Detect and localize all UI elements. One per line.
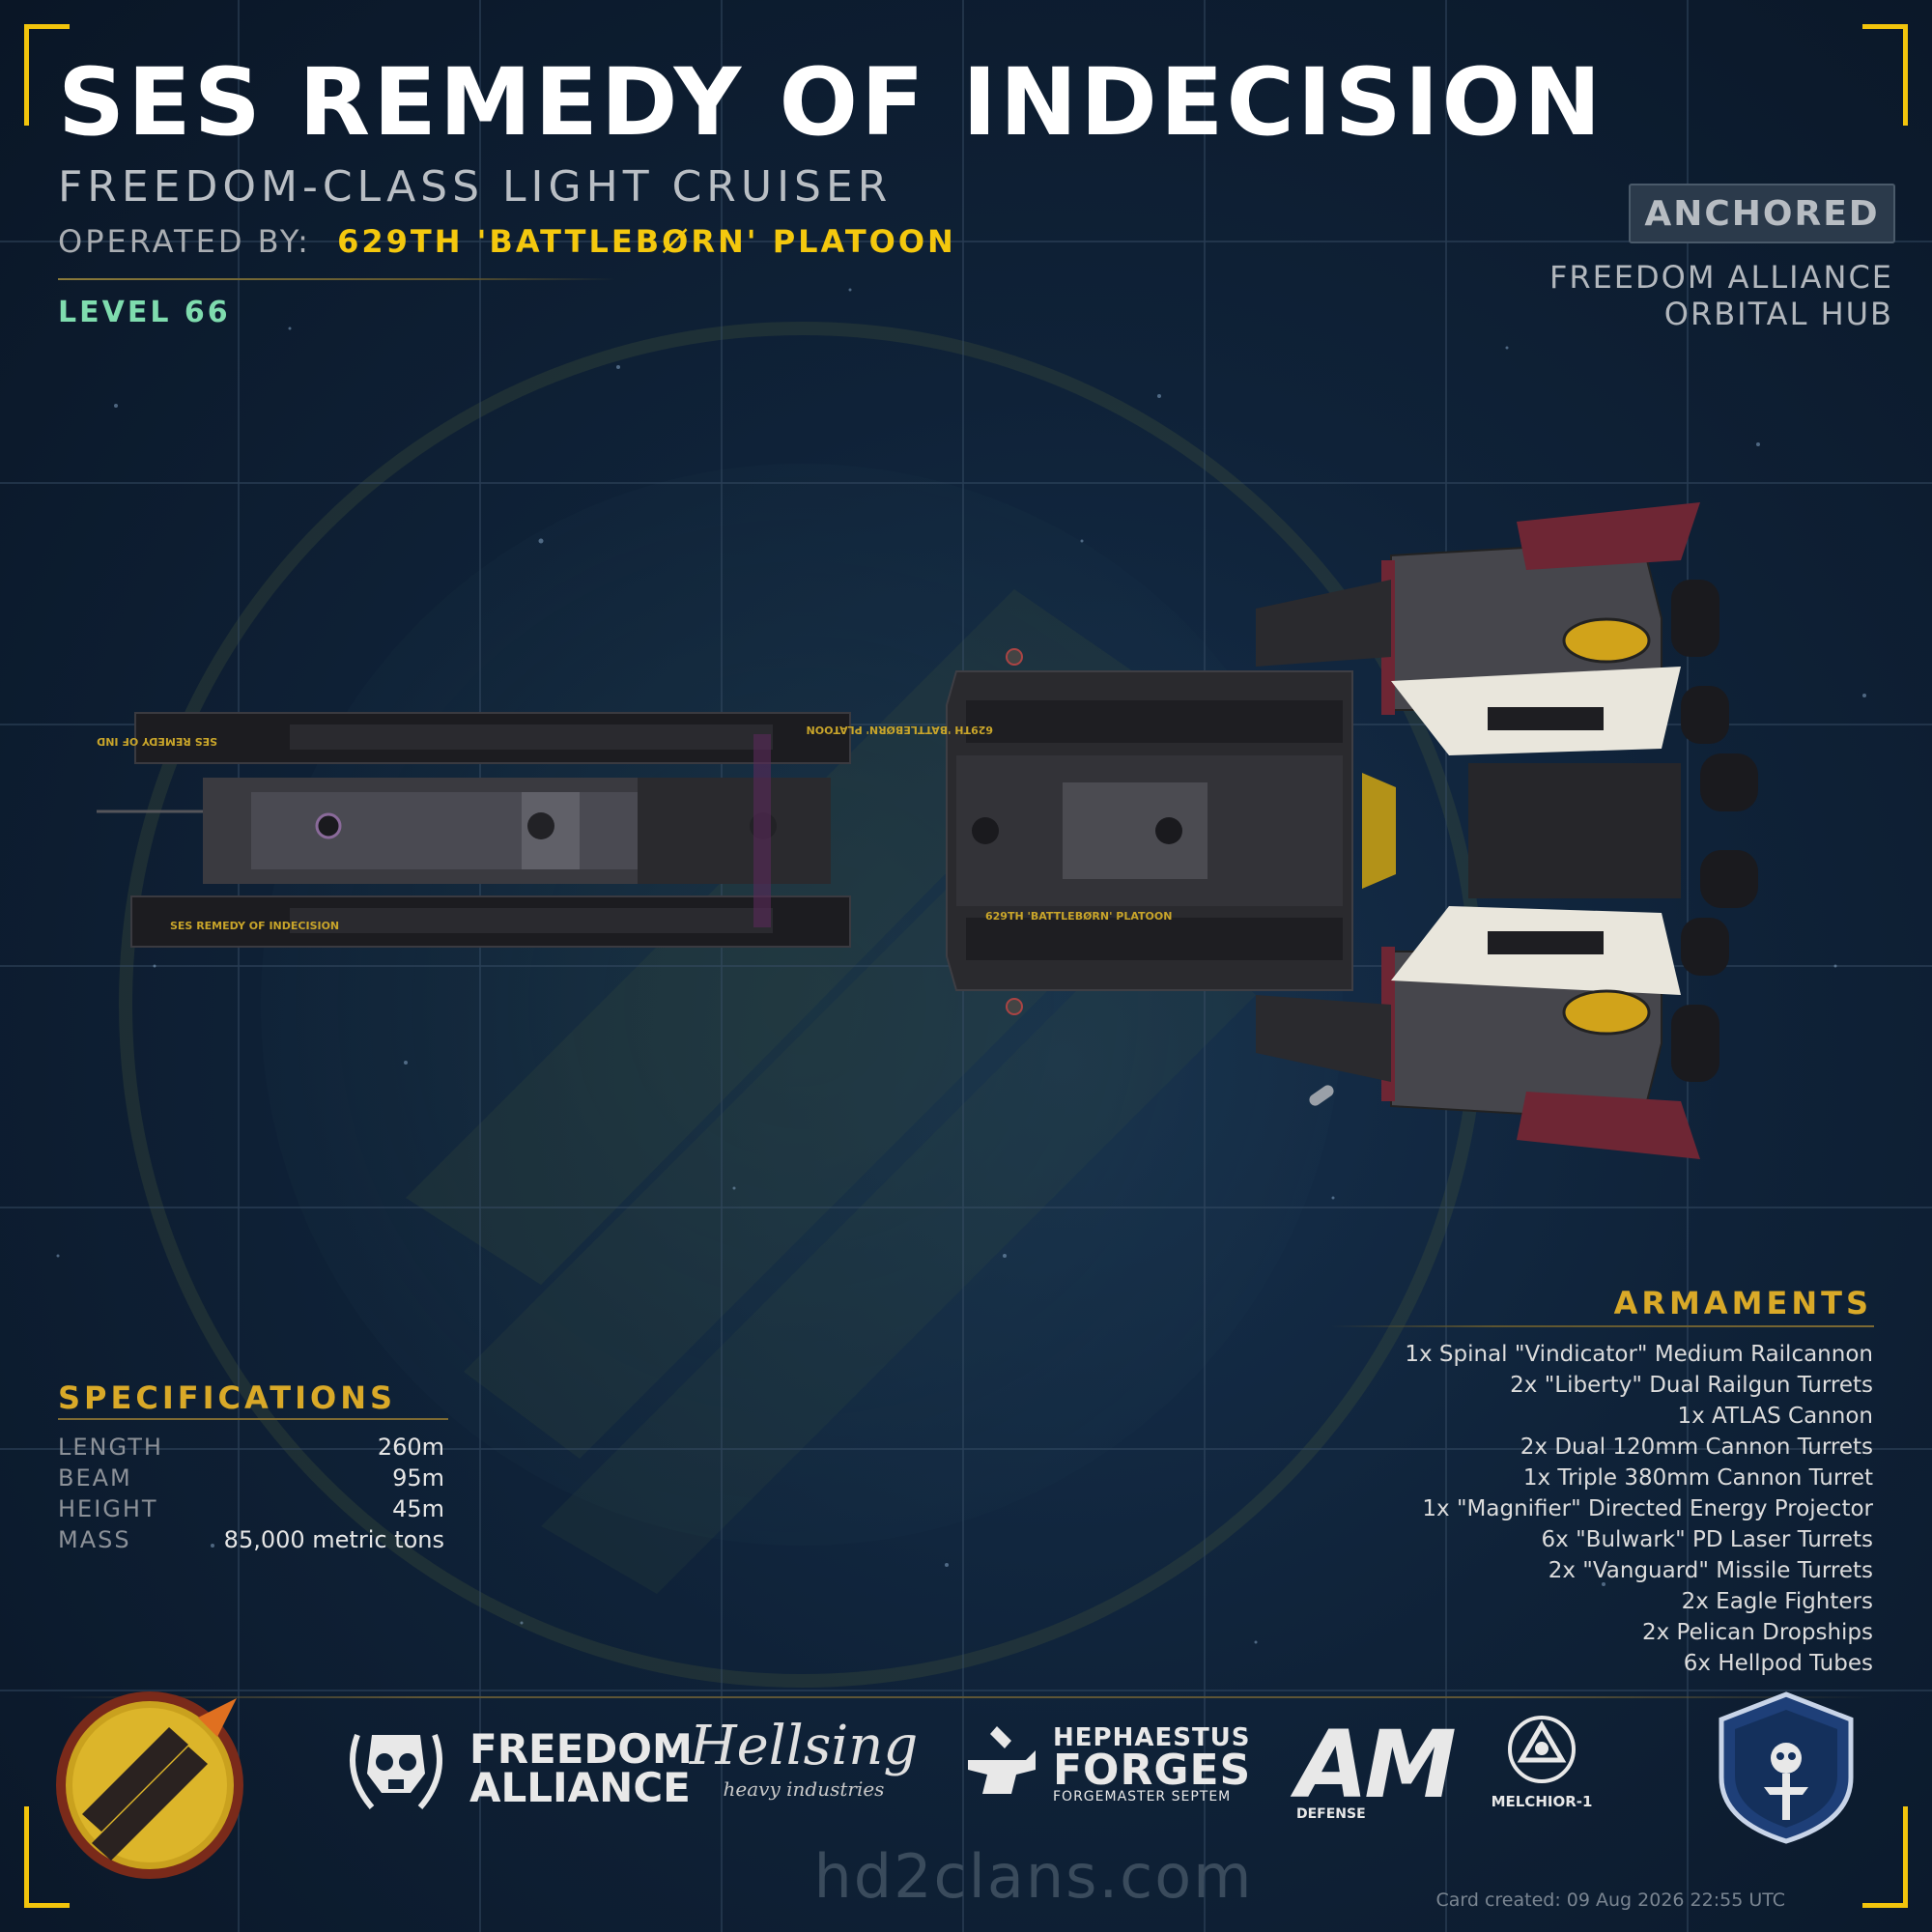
- hull-platoon-bottom: 629TH 'BATTLEBØRN' PLATOON: [985, 910, 1172, 923]
- header-divider: [58, 278, 616, 280]
- spec-label: HEIGHT: [58, 1495, 158, 1522]
- spec-label: BEAM: [58, 1464, 132, 1492]
- armaments-list: 1x Spinal "Vindicator" Medium Railcannon…: [1197, 1339, 1873, 1679]
- location-line-2: ORBITAL HUB: [1663, 296, 1893, 332]
- hellsing-subtitle: heavy industries: [723, 1777, 885, 1801]
- armament-item: 1x "Magnifier" Directed Energy Projector: [1422, 1496, 1873, 1521]
- armament-item: 1x Triple 380mm Cannon Turret: [1522, 1465, 1873, 1491]
- location-line-1: FREEDOM ALLIANCE: [1548, 259, 1893, 296]
- spec-value: 45m: [392, 1495, 444, 1522]
- armaments-title: ARMAMENTS: [1613, 1285, 1872, 1321]
- spec-label: LENGTH: [58, 1434, 163, 1461]
- hephaestus-line-2: FORGES: [1053, 1745, 1252, 1795]
- spec-row-length: LENGTH 260m: [58, 1432, 444, 1463]
- corner-bracket-top-left: [24, 24, 70, 126]
- spec-value: 260m: [377, 1434, 444, 1461]
- freedom-alliance-line-1: FREEDOM: [469, 1725, 693, 1774]
- spec-label: MASS: [58, 1526, 131, 1553]
- platoon-emblem-icon: [56, 1691, 243, 1879]
- armament-item: 6x Hellpod Tubes: [1683, 1651, 1873, 1676]
- spec-row-beam: BEAM 95m: [58, 1463, 444, 1493]
- operator-line: OPERATED BY: 629TH 'BATTLEBØRN' PLATOON: [58, 223, 956, 260]
- armament-item: 2x Eagle Fighters: [1681, 1589, 1873, 1614]
- armament-item: 6x "Bulwark" PD Laser Turrets: [1541, 1527, 1873, 1552]
- melchior-label: MELCHIOR-1: [1491, 1793, 1593, 1810]
- am-subtitle: DEFENSE: [1296, 1806, 1366, 1823]
- skull-laurel-icon: [350, 1733, 442, 1809]
- website-link[interactable]: hd2clans.com: [813, 1841, 1254, 1912]
- melchior-logo: MELCHIOR-1: [1484, 1714, 1600, 1810]
- hephaestus-line-1: HEPHAESTUS: [1053, 1723, 1251, 1753]
- platoon-emblem-icon: [1562, 989, 1651, 1036]
- operator-name: 629TH 'BATTLEBØRN' PLATOON: [337, 223, 956, 260]
- corner-bracket-bottom-right: [1862, 1806, 1908, 1908]
- freedom-alliance-line-2: ALLIANCE: [469, 1764, 691, 1811]
- armament-item: 2x "Vanguard" Missile Turrets: [1548, 1558, 1873, 1583]
- melchior-emblem-icon: [1508, 1716, 1576, 1783]
- ship-level: LEVEL 66: [58, 296, 231, 329]
- freedom-alliance-logo: FREEDOM ALLIANCE: [338, 1716, 693, 1822]
- footer-divider: [58, 1696, 1874, 1698]
- hellsing-logo: Hellsing heavy industries: [688, 1715, 920, 1802]
- spec-value: 85,000 metric tons: [223, 1526, 444, 1553]
- armament-item: 2x Dual 120mm Cannon Turrets: [1520, 1435, 1873, 1460]
- card-created-timestamp: Card created: 09 Aug 2026 22:55 UTC: [1435, 1889, 1785, 1911]
- armament-item: 1x Spinal "Vindicator" Medium Railcannon: [1405, 1342, 1873, 1367]
- ship-hull: SES REMEDY OF INDECISION SES REMEDY OF I…: [97, 502, 1758, 1159]
- ship-name: SES REMEDY OF INDECISION: [58, 48, 1605, 156]
- armament-item: 2x Pelican Dropships: [1641, 1620, 1873, 1645]
- navy-badge-icon: [1719, 1691, 1854, 1844]
- armament-item: 2x "Liberty" Dual Railgun Turrets: [1510, 1373, 1873, 1398]
- spec-row-mass: MASS 85,000 metric tons: [58, 1524, 444, 1555]
- armaments-divider: [1331, 1325, 1874, 1327]
- spec-value: 95m: [392, 1464, 444, 1492]
- corner-bracket-top-right: [1862, 24, 1908, 126]
- ship-location: FREEDOM ALLIANCE ORBITAL HUB: [1549, 259, 1893, 332]
- status-badge: ANCHORED: [1629, 184, 1895, 243]
- ship-illustration: SES REMEDY OF INDECISION SES REMEDY OF I…: [97, 502, 1758, 1159]
- anvil-icon: [968, 1726, 1036, 1794]
- ship-class: FREEDOM-CLASS LIGHT CRUISER: [58, 162, 893, 212]
- hull-label-bottom: SES REMEDY OF INDECISION: [170, 920, 339, 932]
- hull-platoon-top: 629TH 'BATTLEBØRN' PLATOON: [807, 724, 993, 736]
- spec-row-height: HEIGHT 45m: [58, 1493, 444, 1524]
- specifications-divider: [58, 1418, 448, 1420]
- corner-bracket-bottom-left: [24, 1806, 70, 1908]
- freedom-alliance-navy-badge: [1716, 1690, 1857, 1845]
- am-defense-logo: AM DEFENSE: [1296, 1711, 1457, 1823]
- platoon-emblem-icon: [1562, 617, 1651, 664]
- hellsing-title: Hellsing: [689, 1715, 919, 1777]
- operator-label: OPERATED BY:: [58, 223, 311, 260]
- am-mark: AM: [1296, 1711, 1457, 1819]
- hephaestus-forges-logo: HEPHAESTUS FORGES FORGEMASTER SEPTEM: [958, 1721, 1251, 1808]
- armament-item: 1x ATLAS Cannon: [1677, 1404, 1874, 1429]
- specifications-title: SPECIFICATIONS: [58, 1379, 397, 1416]
- specifications-table: LENGTH 260m BEAM 95m HEIGHT 45m MASS 85,…: [58, 1432, 444, 1555]
- hull-label-top: SES REMEDY OF INDECISION: [97, 735, 217, 748]
- hephaestus-line-3: FORGEMASTER SEPTEM: [1053, 1788, 1232, 1804]
